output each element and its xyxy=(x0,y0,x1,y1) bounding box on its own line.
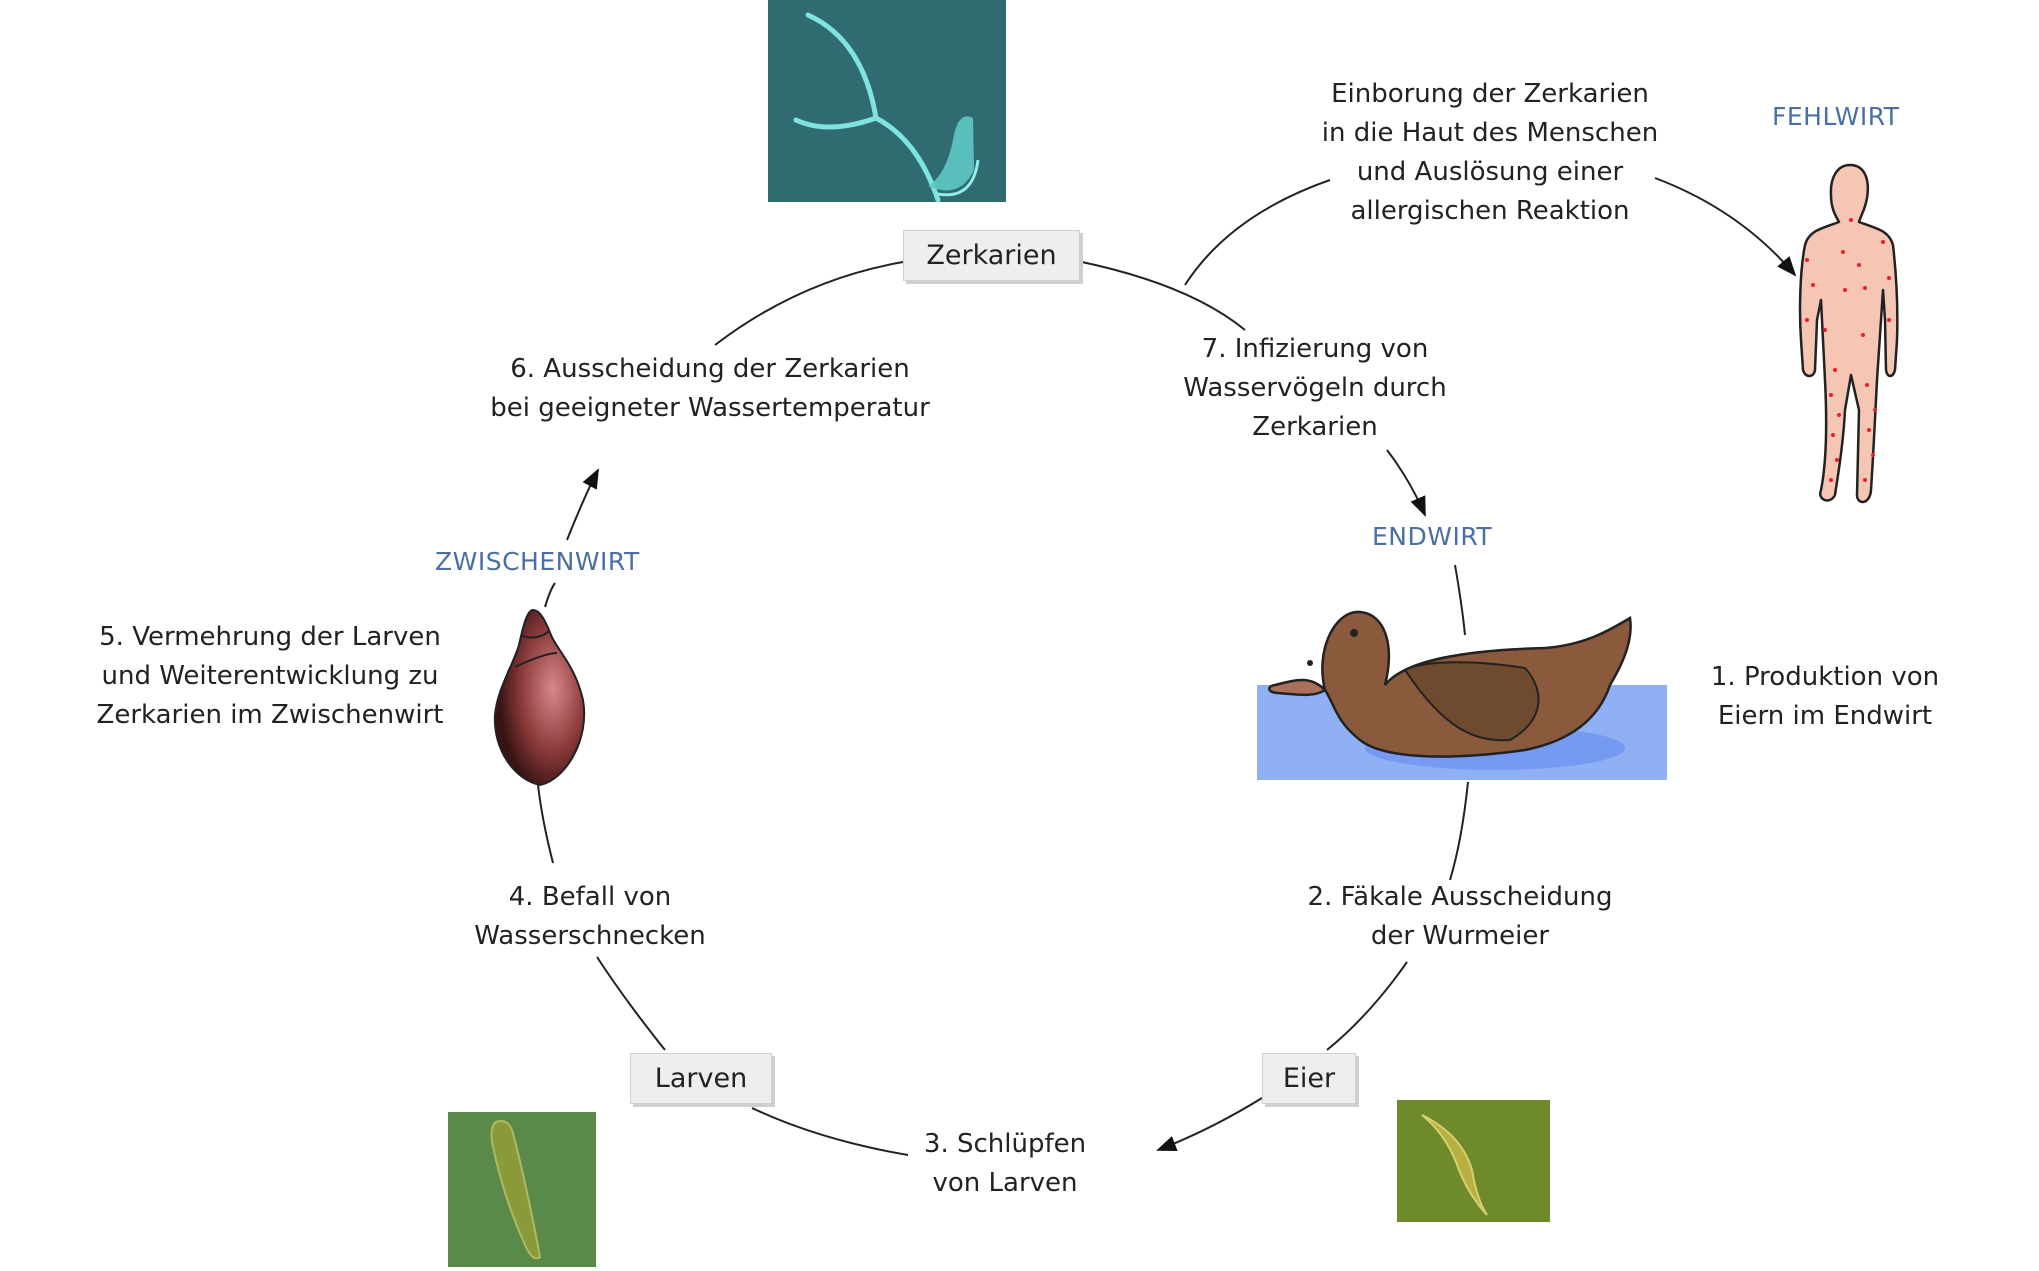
miracidium-egg-icon xyxy=(1421,1114,1488,1216)
stage-box-eier: Eier xyxy=(1262,1053,1356,1104)
human-infection-text: Einborung der Zerkarien in die Haut des … xyxy=(1300,75,1680,231)
arc-larven-to-step4 xyxy=(596,956,666,1051)
stage-box-zerkarien: Zerkarien xyxy=(903,230,1080,281)
human-infection-line-1: Einborung der Zerkarien xyxy=(1331,79,1649,109)
step-5-line-3: Zerkarien im Zwischenwirt xyxy=(96,700,444,730)
human-figure-icon xyxy=(1798,163,1899,504)
step-4-line-2: Wasserschnecken xyxy=(474,921,706,951)
step-7-text: 7. Infizierung von Wasservögeln durch Ze… xyxy=(1170,330,1460,447)
arc-step2-to-eier xyxy=(1326,961,1408,1051)
cercaria-icon xyxy=(793,12,980,203)
step-2-line-2: der Wurmeier xyxy=(1370,921,1550,951)
snail-icon xyxy=(493,608,586,787)
host-label-zwischenwirt: ZWISCHENWIRT xyxy=(435,547,640,576)
step-3-text: 3. Schlüpfen von Larven xyxy=(890,1125,1120,1203)
arc-zerkarien-to-step7 xyxy=(1081,261,1246,331)
step-3-line-2: von Larven xyxy=(932,1168,1078,1198)
arc-snail-to-zwischenwirt xyxy=(544,582,556,608)
step-5-text: 5. Vermehrung der Larven und Weiterentwi… xyxy=(70,618,470,735)
egg-micrograph xyxy=(1397,1100,1550,1222)
step-3-line-1: 3. Schlüpfen xyxy=(923,1129,1087,1159)
arc-step3-to-larven xyxy=(751,1107,909,1156)
host-label-fehlwirt: FEHLWIRT xyxy=(1772,102,1900,131)
arrow-zwischenwirt-to-step6 xyxy=(566,468,599,541)
step-6-line-1: 6. Ausscheidung der Zerkarien xyxy=(510,354,910,384)
step-7-line-2: Wasservögeln durch xyxy=(1183,373,1447,403)
arc-endwirt-to-duck xyxy=(1454,564,1466,636)
step-5-line-1: 5. Vermehrung der Larven xyxy=(99,622,441,652)
step-1-line-2: Eiern im Endwirt xyxy=(1717,701,1933,731)
step-7-line-3: Zerkarien xyxy=(1252,412,1378,442)
larva-icon xyxy=(490,1120,542,1260)
arc-step6-to-zerkarien xyxy=(714,261,904,346)
human-infection-line-3: und Auslösung einer xyxy=(1356,157,1624,187)
human-infection-line-2: in die Haut des Menschen xyxy=(1321,118,1659,148)
human-infection-line-4: allergischen Reaktion xyxy=(1350,196,1630,226)
step-1-text: 1. Produktion von Eiern im Endwirt xyxy=(1680,658,1970,736)
host-label-endwirt: ENDWIRT xyxy=(1372,522,1493,551)
step-4-text: 4. Befall von Wasserschnecken xyxy=(450,878,730,956)
step-2-line-1: 2. Fäkale Ausscheidung xyxy=(1307,882,1613,912)
step-4-line-1: 4. Befall von xyxy=(508,882,672,912)
arrow-eier-to-step3 xyxy=(1156,1097,1263,1152)
step-2-text: 2. Fäkale Ausscheidung der Wurmeier xyxy=(1290,878,1630,956)
step-7-line-1: 7. Infizierung von xyxy=(1201,334,1429,364)
step-5-line-2: und Weiterentwicklung zu xyxy=(101,661,439,691)
arc-step4-to-snail xyxy=(537,784,554,864)
step-1-line-1: 1. Produktion von xyxy=(1710,662,1940,692)
larva-micrograph xyxy=(448,1112,596,1267)
step-6-line-2: bei geeigneter Wassertemperatur xyxy=(490,393,930,423)
arrow-to-human xyxy=(1654,177,1797,277)
arc-branch-to-human-text xyxy=(1184,179,1331,286)
rash-dots xyxy=(1805,218,1891,482)
duck-icon xyxy=(1268,610,1632,770)
step-6-text: 6. Ausscheidung der Zerkarien bei geeign… xyxy=(460,350,960,428)
stage-box-larven: Larven xyxy=(630,1053,772,1104)
arrow-step7-to-endwirt xyxy=(1386,449,1426,517)
cercariae-micrograph xyxy=(768,0,1006,203)
arc-water-to-step2 xyxy=(1449,781,1469,881)
